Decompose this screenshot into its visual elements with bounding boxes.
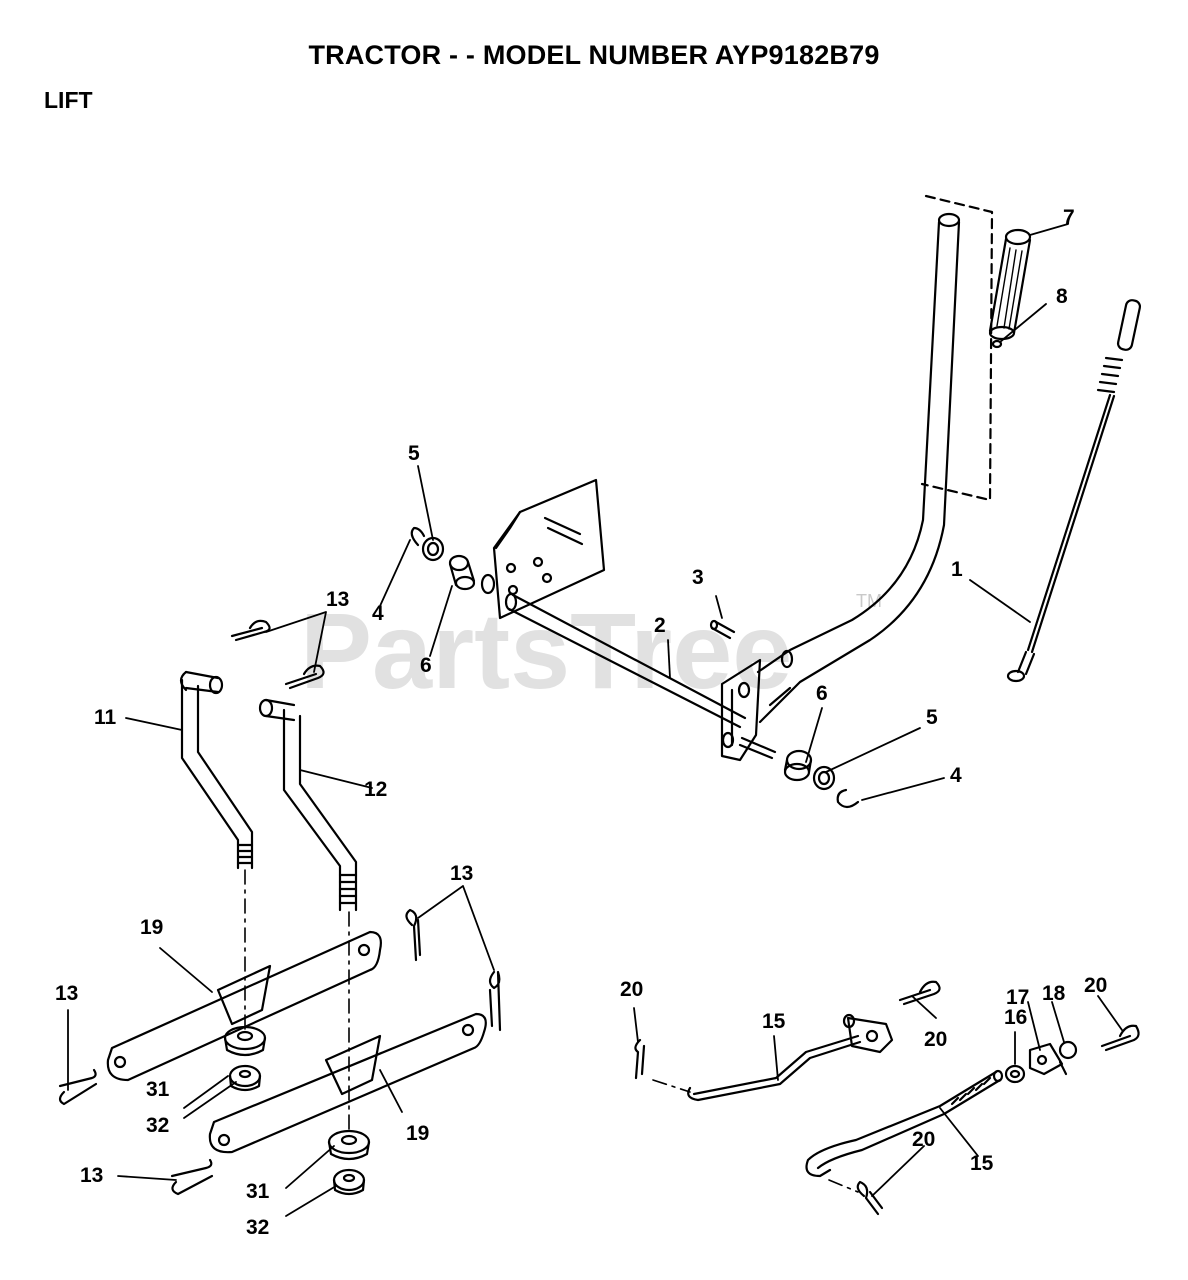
callout-15-lower: 15 [970,1152,994,1175]
hairpin-clip-20-d [856,1180,884,1216]
spacer-31-lower [327,1129,371,1161]
ferrule-16 [1004,1064,1026,1084]
nut-32-upper [228,1064,262,1092]
lift-link-11 [179,670,254,870]
callout-15-upper: 15 [762,1010,786,1033]
section-label: LIFT [44,87,93,113]
callout-20-a: 20 [620,978,643,1001]
deck-rod-15-lower [805,1069,1004,1178]
upper-washer [421,536,445,562]
leader-lines [67,223,1123,1217]
roll-pin [709,619,736,640]
hairpin-clip-20-c [1100,1024,1140,1052]
callout-4-upper: 4 [372,602,384,625]
page-title: TRACTOR - - MODEL NUMBER AYP9182B79 [308,40,880,70]
callout-13-b: 13 [450,862,473,885]
callout-20-c: 20 [1084,974,1107,997]
callout-numbers: 7 8 1 2 3 5 4 6 13 6 5 4 11 12 13 19 13 … [55,206,1107,1239]
alignment-lines [244,869,859,1193]
callout-2: 2 [654,614,666,637]
callout-6-upper: 6 [420,654,432,677]
mounting-bracket [480,478,606,620]
lift-arm-19-upper [106,930,382,1082]
callout-1: 1 [951,558,963,581]
lift-rod [1006,299,1142,683]
callout-4-lower: 4 [950,764,962,787]
callout-5-upper: 5 [408,442,420,465]
hairpin-clip-13-d [488,970,502,1032]
callout-18: 18 [1042,982,1066,1005]
callout-3: 3 [692,566,704,589]
lower-washer [812,765,836,791]
watermark-text: PartsTree [300,590,792,711]
hairpin-clip-20-b [898,980,941,1006]
lift-link-12 [258,698,358,912]
callout-13-d: 13 [80,1164,103,1187]
spacer-31-upper [223,1025,267,1057]
lower-e-clip [836,788,860,809]
callout-32-upper: 32 [146,1114,169,1137]
callout-31-lower: 31 [246,1180,270,1203]
callout-32-lower: 32 [246,1216,269,1239]
callout-20-d: 20 [912,1128,935,1151]
callout-5-lower: 5 [926,706,938,729]
callout-19-lower: 19 [406,1122,429,1145]
callout-13-c: 13 [55,982,78,1005]
nut-32-lower [332,1168,366,1196]
nut-18 [1058,1040,1078,1076]
hairpin-clip-13-f [170,1158,214,1196]
grip-retainer [991,339,1003,349]
handle-extension-outline [920,194,994,502]
callout-12: 12 [364,778,387,801]
upper-e-clip [410,526,426,547]
lift-arm-19-lower [208,1012,487,1154]
callout-20-b: 20 [924,1028,947,1051]
hairpin-clip-13-e [58,1068,98,1106]
shaft-bracket [720,658,777,762]
hairpin-clip-13-c [405,908,422,962]
hairpin-clip-13-b [284,664,325,690]
upper-bushing [448,554,476,591]
callout-8: 8 [1056,285,1068,308]
callout-17: 17 [1006,986,1029,1009]
callout-31-upper: 31 [146,1078,170,1101]
hairpin-clip-13-a [230,619,271,642]
callout-16: 16 [1004,1006,1027,1029]
lift-shaft [504,592,747,729]
handle-grip [988,228,1032,341]
lower-bushing [783,749,813,782]
callout-13-a: 13 [326,588,349,611]
watermark-tm: TM [856,591,882,611]
adjustment-block-17 [1028,1042,1064,1076]
deck-rod-15-upper [687,1013,894,1102]
callout-19-upper: 19 [140,916,163,939]
callout-7: 7 [1063,206,1075,229]
callout-11: 11 [94,706,117,729]
lift-handle [756,212,961,724]
hairpin-clip-20-a [634,1038,646,1080]
callout-6-lower: 6 [816,682,828,705]
